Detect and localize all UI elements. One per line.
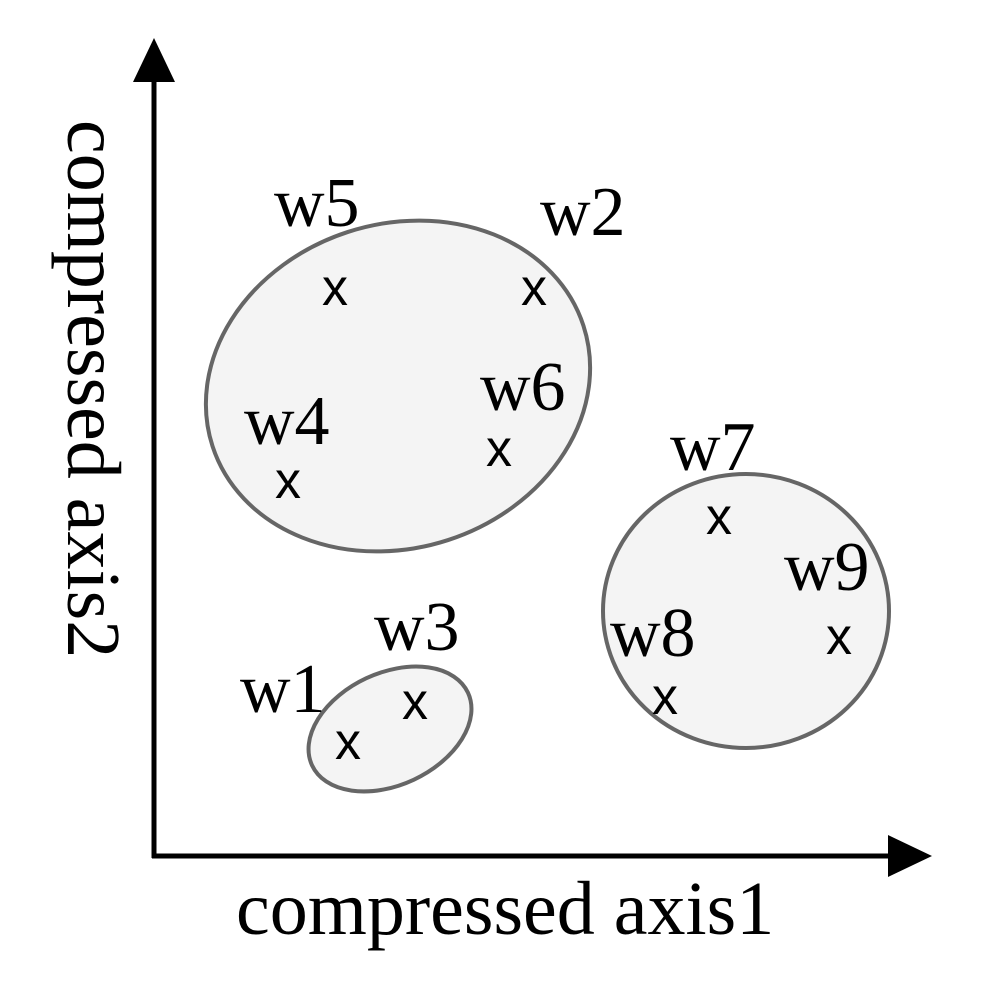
axes — [133, 38, 932, 877]
label-w9: w9 — [784, 529, 870, 606]
marker-w4: x — [275, 452, 301, 510]
x-axis-arrowhead — [888, 835, 932, 877]
label-w3: w3 — [374, 589, 460, 666]
point-labels: w5 w2 w6 w4 w7 w9 w8 w3 w1 — [240, 165, 870, 728]
marker-w8: x — [652, 668, 678, 726]
label-w5: w5 — [274, 165, 360, 242]
cluster-upper-left — [203, 218, 593, 554]
marker-w7: x — [706, 488, 732, 546]
cluster-lower-left — [306, 664, 474, 794]
label-w2: w2 — [540, 174, 626, 251]
x-axis-label: compressed axis1 — [236, 867, 774, 951]
marker-w9: x — [826, 608, 852, 666]
point-markers: x x x x x x x x x — [275, 259, 852, 771]
clusters — [203, 218, 891, 794]
marker-w6: x — [486, 420, 512, 478]
label-w8: w8 — [610, 595, 696, 672]
marker-w5: x — [322, 259, 348, 317]
marker-w1: x — [335, 713, 361, 771]
y-axis-label: compressed axis2 — [51, 120, 135, 658]
label-w6: w6 — [480, 349, 566, 426]
label-w7: w7 — [670, 409, 756, 486]
marker-w2: x — [521, 259, 547, 317]
y-axis-arrowhead — [133, 38, 175, 82]
label-w4: w4 — [244, 383, 330, 460]
cluster-right — [601, 472, 891, 750]
label-w1: w1 — [240, 651, 326, 728]
marker-w3: x — [402, 673, 428, 731]
